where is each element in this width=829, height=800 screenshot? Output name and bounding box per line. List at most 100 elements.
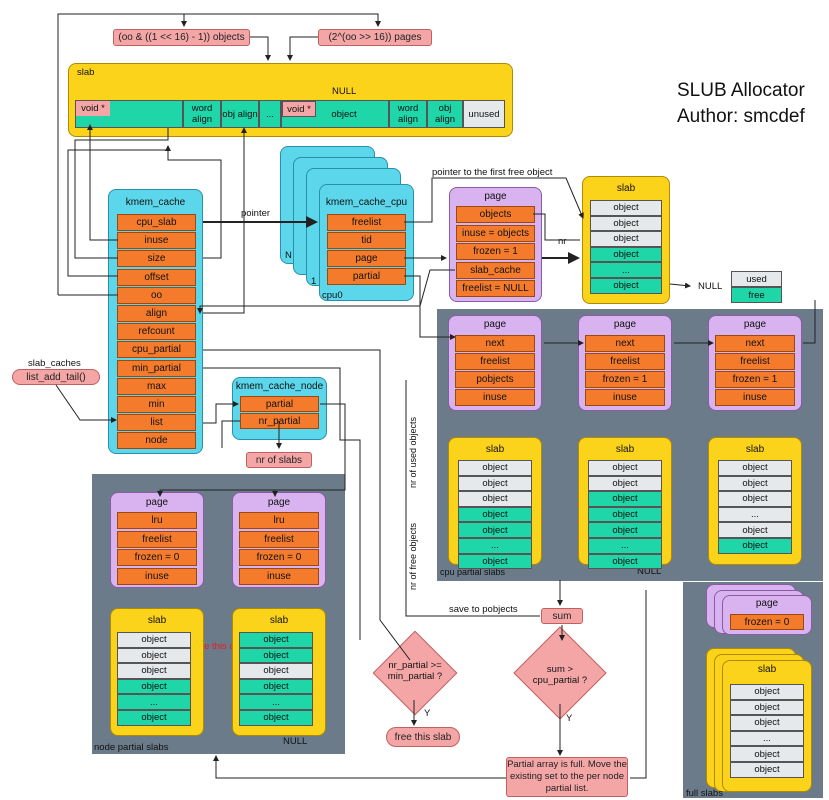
cpu-page-field: slab_cache <box>456 261 535 279</box>
cpu-page-title: page <box>484 191 507 202</box>
cpu-partial-page-field: next <box>455 335 535 352</box>
legend-used: used <box>731 271 782 287</box>
kmem-cache-field: min <box>117 396 196 413</box>
cpu-partial-slab-row: object <box>588 475 662 492</box>
node-partial-slab-row: object <box>239 710 313 726</box>
full-page-field: frozen = 0 <box>730 614 804 630</box>
full-slab-row: object <box>730 684 804 700</box>
kmem-cache-field: list <box>117 414 196 432</box>
nr-partial-question: nr_partial >= min_partial ? <box>387 660 443 682</box>
cpu-partial-slab-row: object <box>718 491 792 507</box>
cpu-partial-page-field: freelist <box>585 353 665 370</box>
slab-top-cell-word2: word align <box>389 100 427 128</box>
cpu-partial-page-field: inuse <box>585 389 665 406</box>
slab-top-cell-object2: object <box>331 108 357 120</box>
cpu-partial-slab-row: object <box>588 553 662 570</box>
cpu-page-field: frozen = 1 <box>456 243 535 260</box>
cpu-partial-slab-row: object <box>458 460 532 476</box>
list-add-tail: list_add_tail() <box>12 369 100 385</box>
y1-label: Y <box>424 708 431 719</box>
nr-used-label: nr of used objects <box>408 416 418 488</box>
slab-top-null: NULL <box>332 86 357 97</box>
kmem-cache-field: max <box>117 377 196 395</box>
node-partial-null: NULL <box>283 736 308 747</box>
kmem-cache-cpu-field: page <box>327 250 406 267</box>
full-slab-title: slab <box>757 664 777 675</box>
cpu-partial-slab-title: slab <box>485 444 505 455</box>
cpu-partial-slab-row: object <box>588 491 662 507</box>
cpu-partial-slab-row: object <box>718 460 792 476</box>
node-partial-slab-row: ... <box>239 694 313 710</box>
cpu-page-field: inuse = objects <box>456 224 535 242</box>
slab-caches-label: slab_caches <box>28 358 81 369</box>
objects-formula: (oo & ((1 << 16) - 1)) objects <box>113 29 250 46</box>
cpu-partial-page-title: page <box>743 319 767 330</box>
free-this-slab: free this slab <box>386 727 460 747</box>
slab-top-cell-obj2: obj align <box>427 100 463 128</box>
save-pobjects-label: save to pobjects <box>449 604 518 615</box>
cpu-partial-slab-row: object <box>718 475 792 492</box>
node-partial-page-title: page <box>145 497 169 508</box>
slab-top-cell-obj1: obj align <box>221 100 259 128</box>
cpu-slab-row: object <box>590 200 662 216</box>
node-partial-slab-row: ... <box>117 694 191 710</box>
kmem-cache-field: size <box>117 250 196 268</box>
cpu-partial-slab-row: object <box>718 522 792 538</box>
kmem-cache-cpu-field: tid <box>327 232 406 249</box>
cpu-slab-row: object <box>590 231 662 247</box>
cpu-stack-n-label: N <box>285 250 292 261</box>
kmem-cache-title: kmem_cache <box>125 197 186 208</box>
cpu-partial-page-field: next <box>585 335 665 352</box>
full-slab-row: object <box>730 746 804 762</box>
diagram-author: Author: smcdef <box>677 106 805 127</box>
kmem-cache-field: oo <box>117 286 196 304</box>
node-partial-page-title: page <box>267 497 291 508</box>
cpu-partial-slab-row: ... <box>588 538 662 554</box>
slab-top-cell-dots: ... <box>259 100 281 128</box>
slab-top-cell-void2: void * <box>282 101 316 117</box>
kmem-cache-node-title: kmem_cache_node <box>235 381 324 392</box>
pages-formula: (2^(oo >> 16)) pages <box>318 29 432 46</box>
kmem-cache-cpu-field: freelist <box>327 214 406 231</box>
cpu-partial-page-field: frozen = 1 <box>585 371 665 388</box>
node-partial-page-field: lru <box>117 512 197 529</box>
cpu-partial-null: NULL <box>637 566 662 577</box>
cpu-page-field: objects <box>456 206 535 223</box>
node-partial-page-field: frozen = 0 <box>117 549 197 566</box>
partial-full-note: Partial array is full. Move the existing… <box>506 757 628 797</box>
node-partial-slab-title: slab <box>269 615 289 626</box>
node-partial-slab-row: object <box>117 647 191 664</box>
kmem-cache-cpu-title: kmem_cache_cpu <box>325 197 408 208</box>
cpu-partial-page-field: next <box>715 335 795 352</box>
diagram-title: SLUB Allocator <box>677 80 805 101</box>
node-partial-page-field: lru <box>239 512 319 529</box>
nr-of-slabs: nr of slabs <box>246 452 312 468</box>
pointer-label: pointer <box>241 208 271 219</box>
node-partial-slab-row: object <box>239 663 313 679</box>
cpu-partial-slab-row: ... <box>458 538 532 554</box>
full-slab-row: object <box>730 699 804 716</box>
cpu-partial-slab-row: object <box>458 491 532 507</box>
node-partial-page-field: freelist <box>239 530 319 548</box>
cpu-partial-slab-row: ... <box>718 506 792 523</box>
cpu-partial-slab-row: object <box>718 538 792 554</box>
kmem-cache-field: refcount <box>117 323 196 341</box>
sum-cmp-question: sum > cpu_partial ? <box>532 664 588 686</box>
node-partial-page-field: frozen = 0 <box>239 549 319 566</box>
cpu-partial-slab-row: object <box>588 460 662 476</box>
node-partial-page-field: freelist <box>117 530 197 548</box>
sum-box: sum <box>541 608 583 624</box>
node-partial-slab-row: object <box>239 647 313 664</box>
node-partial-slab-title: slab <box>147 615 167 626</box>
cpu-partial-slab-title: slab <box>745 444 765 455</box>
cpu-stack-1-label: 1 <box>311 276 317 287</box>
full-slab-row: ... <box>730 730 804 747</box>
legend-free: free <box>731 287 782 303</box>
cpu-partial-slab-row: object <box>458 522 532 538</box>
kmem-cache-field: node <box>117 432 196 450</box>
node-partial-page-field: inuse <box>117 567 197 585</box>
node-field-partial: partial <box>240 396 319 412</box>
full-slab-row: object <box>730 715 804 731</box>
cpu-slab-row: object <box>590 278 662 294</box>
